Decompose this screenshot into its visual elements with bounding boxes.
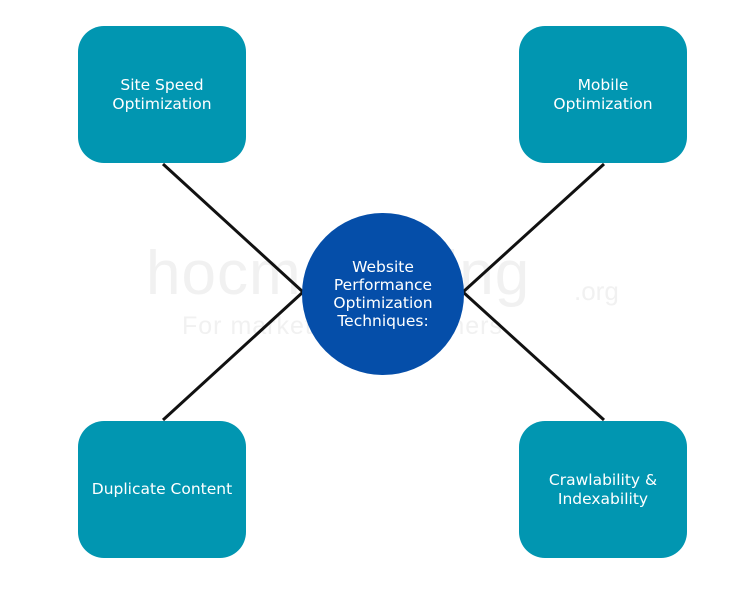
node-mobile-optimization: Mobile Optimization: [519, 26, 687, 163]
connector-bottom-left: [161, 290, 305, 422]
node-duplicate-content: Duplicate Content: [78, 421, 246, 558]
node-site-speed-optimization: Site Speed Optimization: [78, 26, 246, 163]
connector-top-right: [461, 162, 606, 294]
connector-top-left: [161, 162, 305, 294]
center-node-website-performance: Website Performance Optimization Techniq…: [302, 213, 464, 375]
connector-bottom-right: [461, 290, 606, 422]
node-crawlability-indexability: Crawlability & Indexability: [519, 421, 687, 558]
